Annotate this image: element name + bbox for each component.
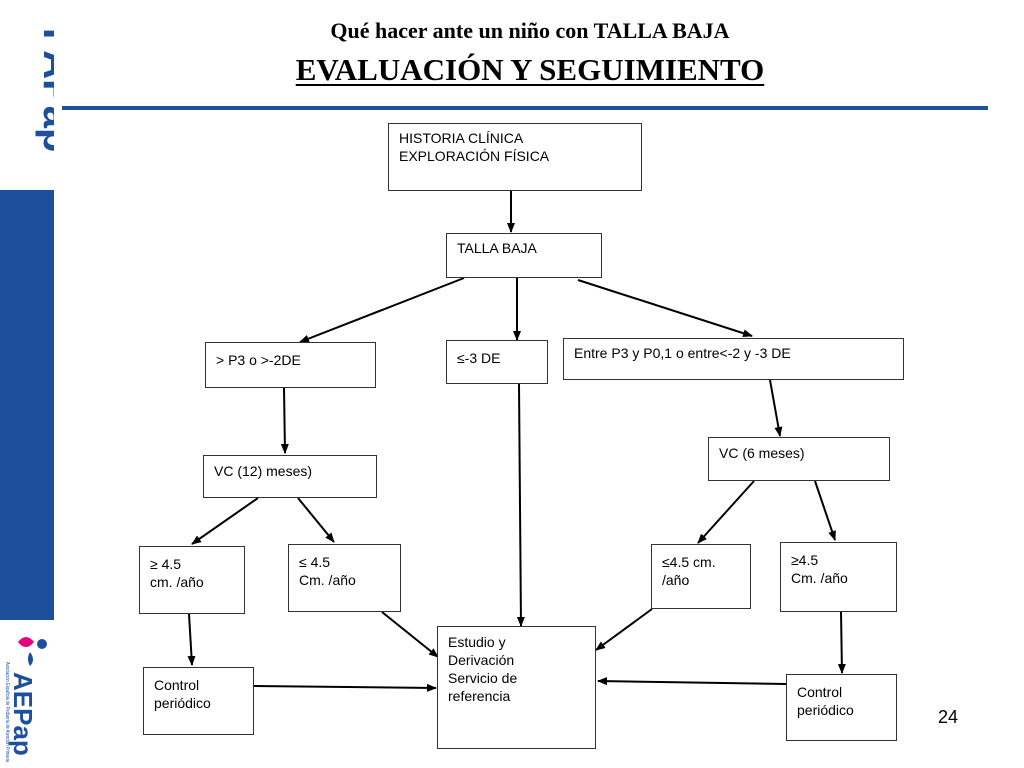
arrow-entre-to-vc6 <box>769 379 783 437</box>
vc6-box: VC (6 meses) <box>708 437 890 481</box>
fapap-logo: FAPap <box>35 28 54 152</box>
control-left-box: Control periódico <box>143 667 254 735</box>
estudio-box: Estudio y Derivación Servicio de referen… <box>437 626 596 749</box>
control-left-line-1: Control <box>154 677 200 693</box>
historia-box: HISTORIA CLÍNICA EXPLORACIÓN FÍSICA <box>388 123 642 191</box>
p3-box: > P3 o >-2DE <box>205 342 376 388</box>
aepap-logo-text: AEPap <box>8 672 38 756</box>
ge45-left-line-1: ≥ 4.5 <box>150 556 182 572</box>
talla-baja-box: TALLA BAJA <box>446 233 602 278</box>
le45-left-line-1: ≤ 4.5 <box>299 554 331 570</box>
sidebar-blue-band <box>0 190 54 620</box>
le45-left-line-2: Cm. /año <box>299 572 356 588</box>
slide-subtitle-text: EVALUACIÓN Y SEGUIMIENTO <box>295 52 765 87</box>
arrow-vc12-to-le45 <box>297 497 335 543</box>
entre-box: Entre P3 y P0,1 o entre<-2 y -3 DE <box>563 338 904 380</box>
control-right-line-2: periódico <box>797 702 854 718</box>
arrow-ge45right-to-control <box>837 611 846 674</box>
historia-line-1: HISTORIA CLÍNICA <box>399 130 524 146</box>
arrow-vc6-to-le45 <box>697 480 755 544</box>
le45-right-line-1: ≤4.5 cm. <box>662 554 716 570</box>
aepap-logo: Asociación Española de Pediatría de Aten… <box>4 637 47 762</box>
estudio-line-3: Servicio de <box>448 670 518 686</box>
ge45-right-line-2: Cm. /año <box>791 570 848 586</box>
estudio-line-4: referencia <box>448 688 511 704</box>
control-right-line-1: Control <box>797 684 843 700</box>
le45-left-box: ≤ 4.5 Cm. /año <box>288 544 401 612</box>
ge45-right-box: ≥4.5 Cm. /año <box>780 542 897 612</box>
arrow-talla-to-p3 <box>299 277 465 343</box>
arrow-vc12-to-ge45 <box>191 497 259 545</box>
arrow-menos3de-to-estudio <box>516 383 525 627</box>
ge45-left-line-2: cm. /año <box>150 574 204 590</box>
sidebar: FAPap Asociación Española de Pediatría d… <box>0 0 54 768</box>
arrow-le45right-to-estudio <box>595 608 653 651</box>
control-right-box: Control periódico <box>786 674 897 741</box>
arrow-p3-to-vc12 <box>280 387 289 454</box>
slide-title: Qué hacer ante un niño con TALLA BAJA <box>330 18 730 43</box>
vc6-label: VC (6 meses) <box>719 445 805 461</box>
historia-line-2: EXPLORACIÓN FÍSICA <box>399 148 550 164</box>
entre-label: Entre P3 y P0,1 o entre<-2 y -3 DE <box>574 345 791 361</box>
aepap-small-text: Asociación Española de Pediatría de Aten… <box>4 662 10 762</box>
header-rule <box>62 106 988 110</box>
aepap-emblem-icon <box>18 637 47 666</box>
arrow-vc6-to-ge45 <box>814 480 836 541</box>
arrow-le45-to-estudio <box>381 611 439 658</box>
arrow-controlright-to-estudio <box>597 677 787 686</box>
vc12-box: VC (12) meses) <box>203 455 377 498</box>
estudio-line-1: Estudio y <box>448 634 506 650</box>
slide-subtitle: EVALUACIÓN Y SEGUIMIENTO <box>200 52 860 88</box>
menos3de-box: ≤-3 DE <box>446 340 548 384</box>
menos3de-label: ≤-3 DE <box>457 350 501 366</box>
p3-label: > P3 o >-2DE <box>216 352 301 368</box>
arrow-control-to-estudio <box>252 683 437 692</box>
vc12-label: VC (12) meses) <box>214 463 313 479</box>
control-left-line-2: periódico <box>154 695 211 711</box>
page-number: 24 <box>938 707 959 727</box>
arrow-talla-to-entre <box>577 279 753 338</box>
ge45-left-box: ≥ 4.5 cm. /año <box>139 546 245 614</box>
le45-right-line-2: /año <box>662 572 690 588</box>
fapap-logo-text: FAPap <box>35 28 54 152</box>
arrow-ge45-to-control <box>187 613 196 666</box>
le45-right-box: ≤4.5 cm. /año <box>651 544 751 609</box>
ge45-right-line-1: ≥4.5 <box>791 552 819 568</box>
estudio-line-2: Derivación <box>448 652 515 668</box>
talla-baja-label: TALLA BAJA <box>457 240 537 256</box>
